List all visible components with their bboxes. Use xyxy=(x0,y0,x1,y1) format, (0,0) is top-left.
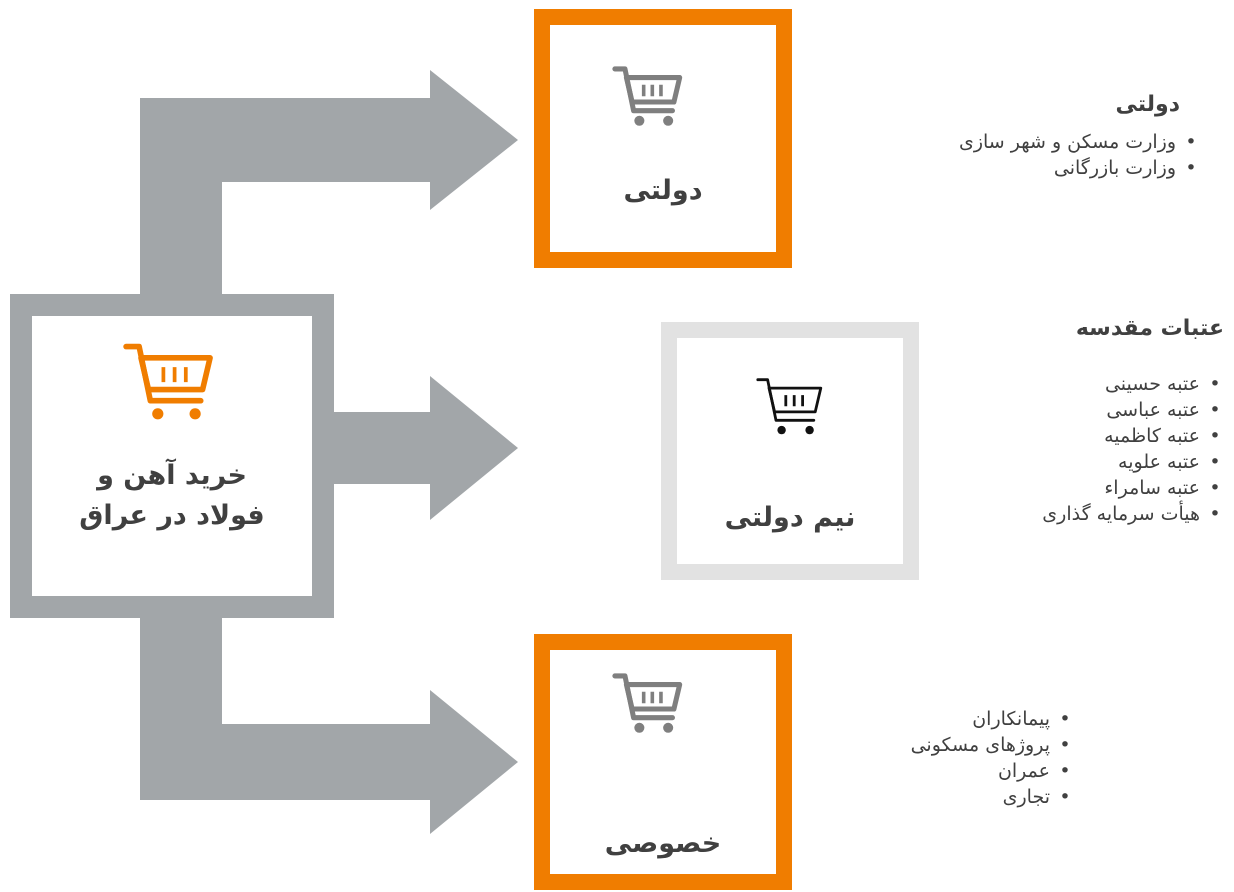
list-item: هیأت سرمایه گذاری xyxy=(1042,501,1224,527)
shopping-cart-icon xyxy=(612,61,684,137)
list-item: تجاری xyxy=(911,784,1074,810)
list-item: وزارت مسکن و شهر سازی xyxy=(959,129,1200,155)
arrow-bottom xyxy=(140,610,518,834)
list-item: عتبه حسینی xyxy=(1042,371,1224,397)
government-details-title: دولتی xyxy=(1115,92,1180,117)
list-item: عمران xyxy=(911,758,1074,784)
list-item: وزارت بازرگانی xyxy=(959,155,1200,181)
list-item: عتبه سامراء xyxy=(1042,475,1224,501)
source-box: خرید آهن و فولاد در عراق xyxy=(10,294,334,618)
government-details-list: وزارت مسکن و شهر سازی وزارت بازرگانی xyxy=(959,129,1200,181)
private-label: خصوصی xyxy=(604,828,722,859)
source-label-line1: خرید آهن و xyxy=(97,460,247,491)
private-details-list: پیمانکاران پروژهای مسکونی عمران تجاری xyxy=(911,706,1074,810)
semi-government-label: نیم دولتی xyxy=(724,502,856,533)
government-label: دولتی xyxy=(623,175,703,206)
shopping-cart-icon xyxy=(612,668,684,744)
private-details: پیمانکاران پروژهای مسکونی عمران تجاری xyxy=(911,706,1074,810)
arrow-middle xyxy=(330,376,518,520)
shopping-cart-icon xyxy=(755,372,825,446)
semi-government-box: نیم دولتی xyxy=(661,322,919,580)
semi-government-details-list: عتبه حسینی عتبه عباسی عتبه کاظمیه عتبه ع… xyxy=(1042,371,1224,527)
list-item: عتبه علویه xyxy=(1042,449,1224,475)
semi-government-details-title: عتبات مقدسه xyxy=(1075,316,1224,341)
source-label-line2: فولاد در عراق xyxy=(79,500,265,531)
arrow-top xyxy=(140,70,518,300)
semi-government-details: عتبات مقدسه عتبه حسینی عتبه عباسی عتبه ک… xyxy=(1042,316,1224,527)
private-box: خصوصی xyxy=(534,634,792,890)
government-details: دولتی وزارت مسکن و شهر سازی وزارت بازرگا… xyxy=(939,92,1180,181)
list-item: پیمانکاران xyxy=(911,706,1074,732)
shopping-cart-icon xyxy=(122,341,216,429)
list-item: عتبه عباسی xyxy=(1042,397,1224,423)
source-label: خرید آهن و فولاد در عراق xyxy=(32,456,312,536)
list-item: عتبه کاظمیه xyxy=(1042,423,1224,449)
government-box: دولتی xyxy=(534,9,792,268)
list-item: پروژهای مسکونی xyxy=(911,732,1074,758)
